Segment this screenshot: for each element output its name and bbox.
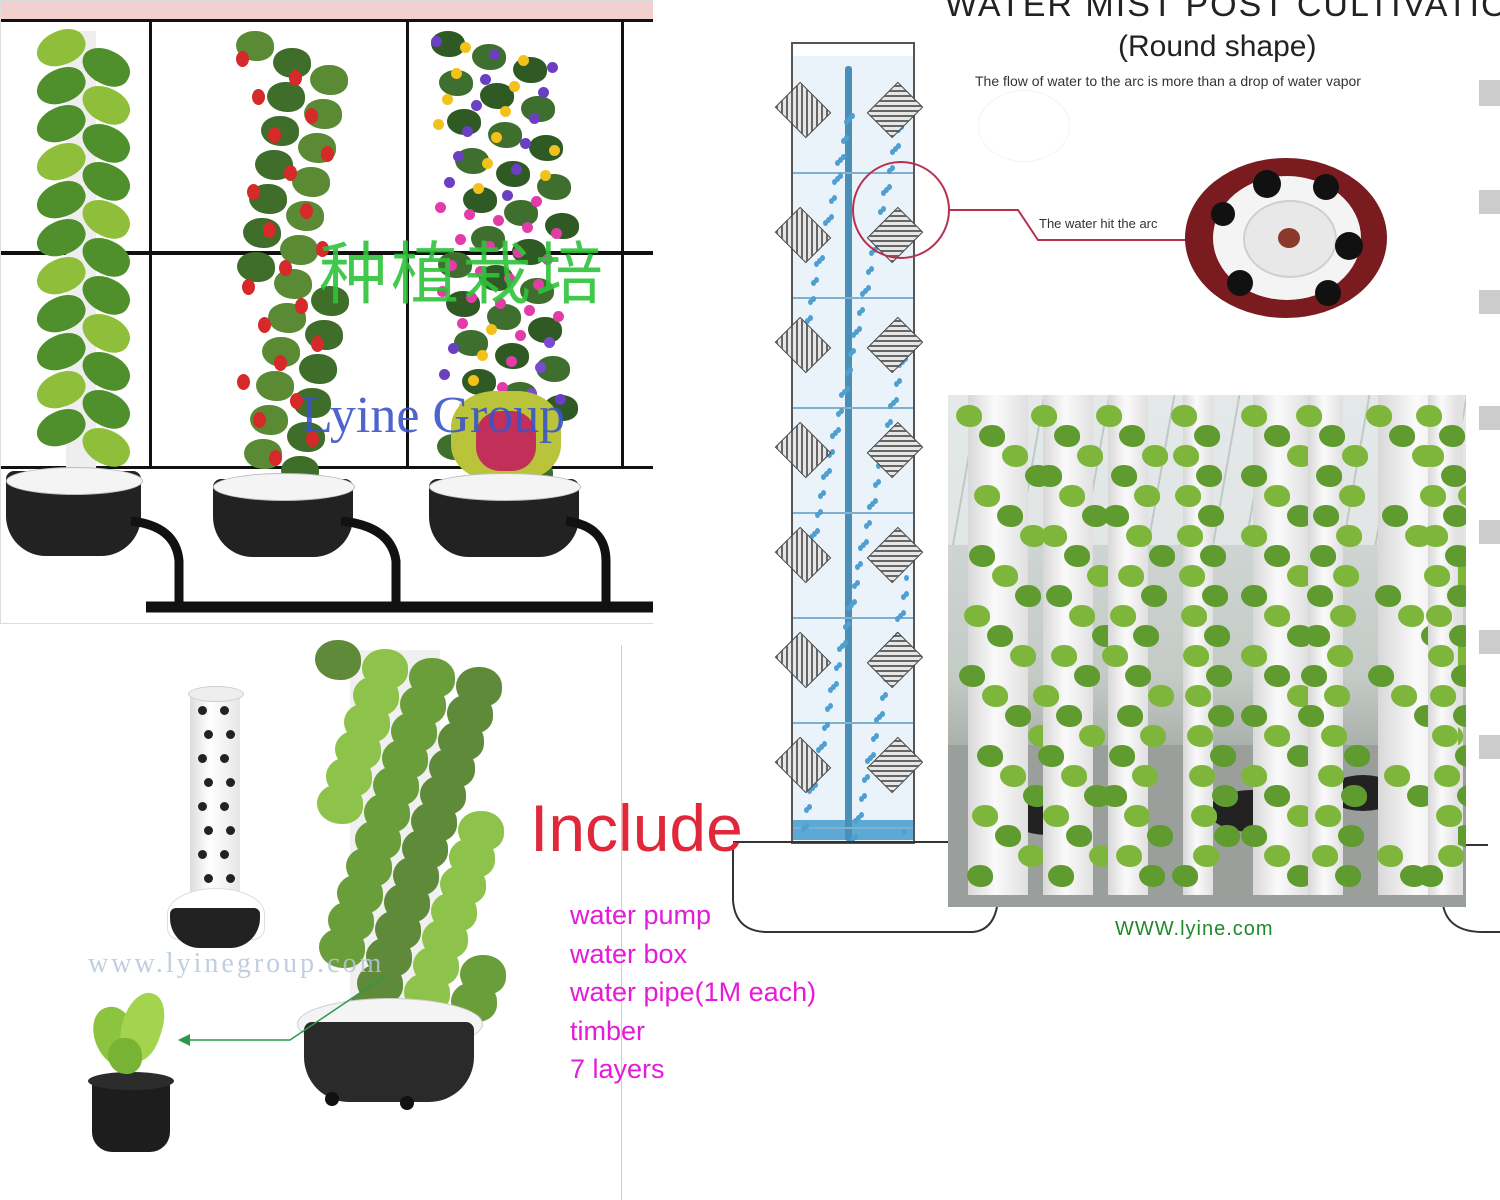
tier-divider — [793, 617, 913, 619]
overlay-chinese-text: 种植栽培 — [319, 236, 608, 315]
include-item: water pipe(1M each) — [570, 977, 817, 1007]
tier-divider — [793, 407, 913, 409]
website-label: WWW.lyine.com — [1115, 918, 1274, 940]
mist-diagram-panel: WATER MIST POST CULTIVATION (Round shape… — [653, 0, 1500, 960]
water-pipe-network — [130, 516, 653, 613]
include-item: 7 layers — [570, 1054, 665, 1084]
diagram-title: WATER MIST POST CULTIVATION — [945, 0, 1500, 24]
center-pipe — [845, 66, 852, 841]
tier-divider — [793, 827, 913, 829]
watermark-text: www.lyinegroup.com — [88, 948, 385, 979]
greenhouse-photo — [948, 395, 1466, 907]
tier-divider — [793, 172, 913, 174]
include-item: water box — [570, 939, 688, 969]
include-heading: Include — [530, 791, 743, 865]
tier-divider — [793, 722, 913, 724]
product-panel: www.lyinegroup.com — [0, 630, 622, 1200]
diagram-subtitle-shape: (Round shape) — [1118, 30, 1317, 63]
strawberry-tower — [236, 31, 349, 486]
empty-tower — [190, 690, 240, 900]
tower-illustration-panel: 种植栽培 Lyine Group — [0, 0, 654, 624]
include-item: timber — [570, 1016, 646, 1046]
include-item: water pump — [570, 900, 712, 930]
arrow-pointer — [178, 975, 386, 1046]
tier-divider — [793, 297, 913, 299]
callout-label: The water hit the arc — [1039, 216, 1158, 231]
seedling-pot — [92, 1080, 170, 1152]
tier-divider — [793, 512, 913, 514]
round-cup-closeup — [1185, 158, 1387, 318]
overlay-brand-text: Lyine Group — [301, 387, 566, 444]
diagram-caption: The flow of water to the arc is more tha… — [975, 73, 1361, 89]
flower-tower — [431, 31, 579, 491]
lettuce-tower — [31, 22, 136, 473]
